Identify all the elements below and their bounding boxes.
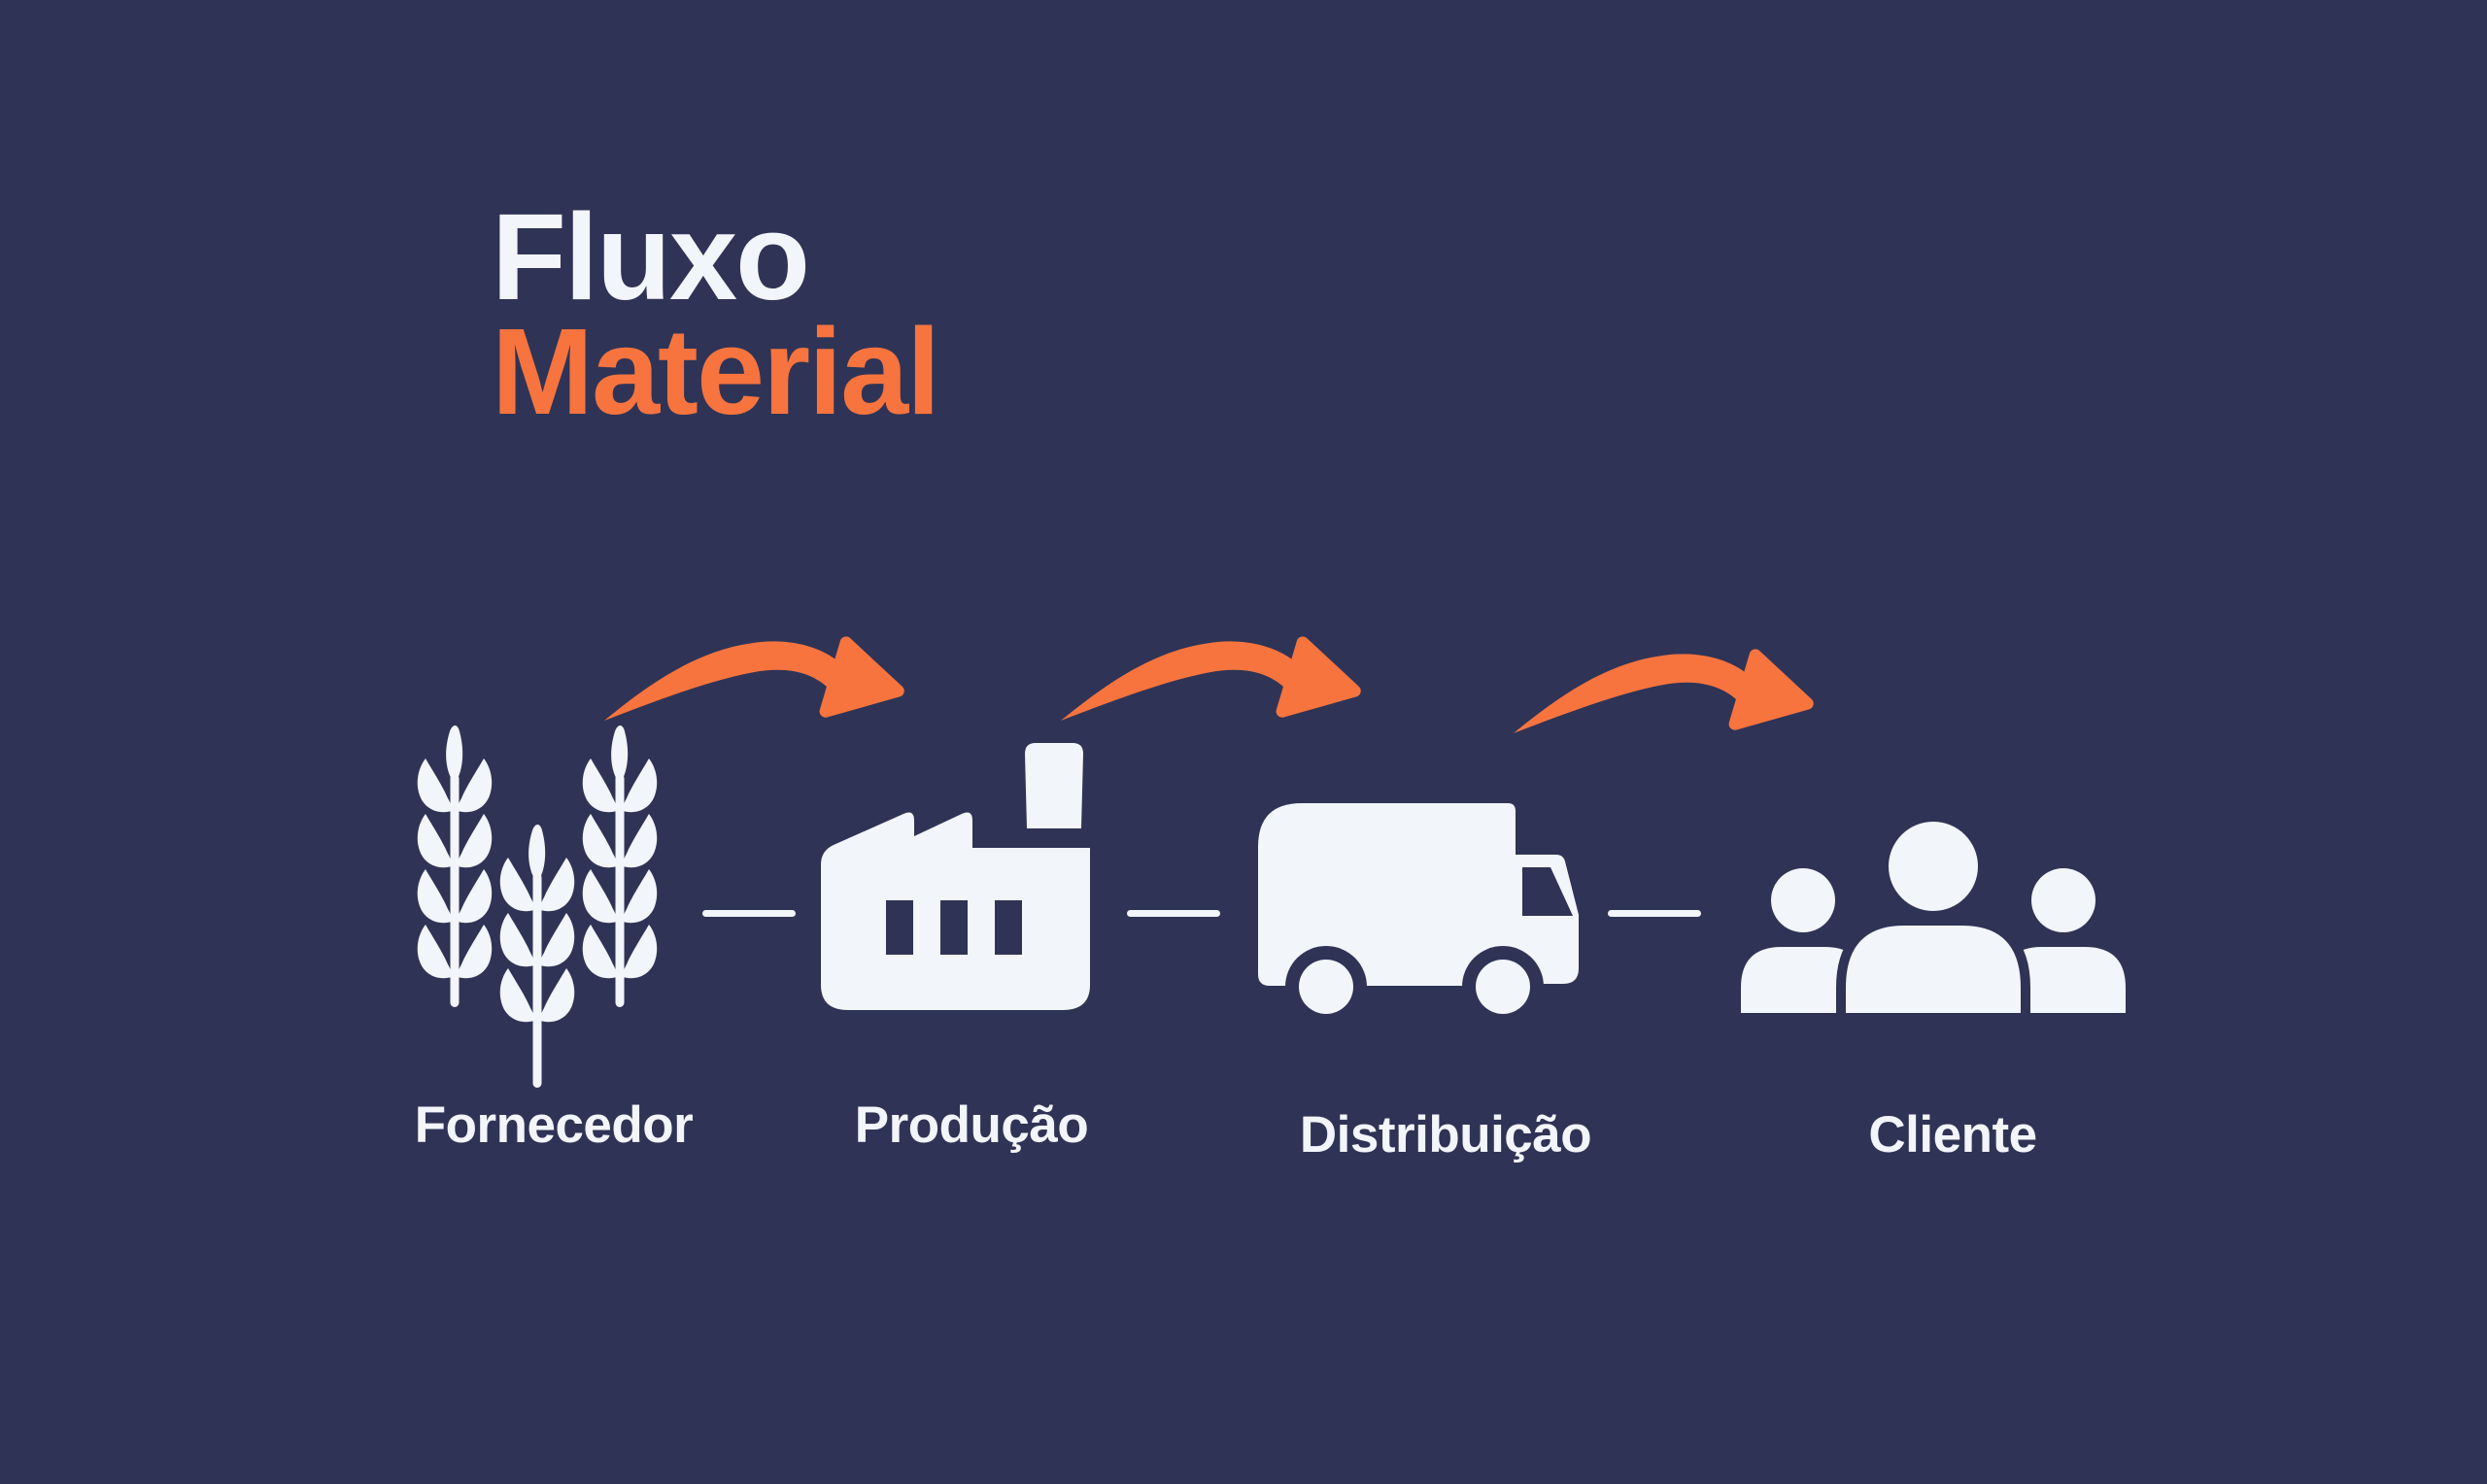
flow-dash bbox=[1608, 910, 1701, 917]
stage-label: Fornecedor bbox=[414, 1096, 694, 1154]
stage-label: Distribuição bbox=[1299, 1106, 1592, 1164]
flow-arrow-icon bbox=[1060, 636, 1361, 722]
flow-dash bbox=[702, 910, 796, 917]
title-line-1: Fluxo bbox=[492, 188, 810, 325]
stage-label: Cliente bbox=[1868, 1106, 2037, 1164]
title-line-2: Material bbox=[492, 303, 940, 440]
wheat-icon bbox=[417, 725, 658, 1088]
flow-arrow-icon bbox=[603, 636, 904, 722]
truck-icon bbox=[1258, 803, 1579, 1028]
title-block: Fluxo Material bbox=[492, 188, 940, 440]
factory-icon bbox=[821, 743, 1090, 1010]
stage-distribuicao: Distribuição bbox=[1251, 726, 1640, 1164]
stage-cliente: Cliente bbox=[1739, 726, 2128, 1164]
stage-fornecedor: Fornecedor bbox=[393, 725, 724, 1164]
stage-producao: Produção bbox=[811, 726, 1141, 1164]
stage-label: Produção bbox=[854, 1096, 1089, 1154]
people-icon bbox=[1741, 812, 2126, 1023]
flow-dash bbox=[1127, 910, 1220, 917]
flow-arrow-icon bbox=[1513, 649, 1814, 734]
